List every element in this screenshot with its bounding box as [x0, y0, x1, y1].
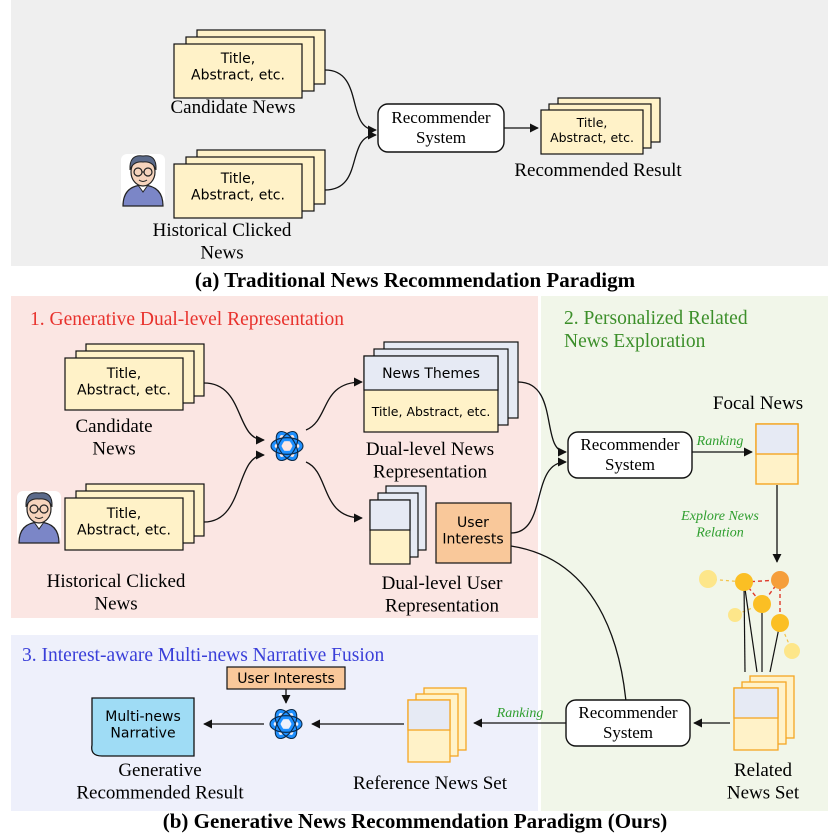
news-detail-text: Title, Abstract, etc.: [371, 404, 491, 419]
section-3-title: 3. Interest-aware Multi-news Narrative F…: [22, 645, 385, 666]
focal-news-label: Focal News: [713, 393, 803, 414]
b-candidate-to-llm-arrow: [203, 382, 265, 445]
recommended-result-doc-text: Title,Abstract, etc.: [550, 115, 634, 145]
ranking-label-top: Ranking: [696, 434, 744, 449]
related-news-doc-stack: [733, 675, 795, 751]
focal-news-doc: [755, 423, 799, 485]
news-rep-to-recommender-arrow: [517, 381, 567, 457]
news-themes-text: News Themes: [382, 366, 480, 382]
reference-news-doc-stack: [407, 687, 467, 763]
clicked-to-recommender-arrow: [324, 130, 377, 191]
clicked-news-doc-text: Title,Abstract, etc.: [191, 171, 285, 204]
user-interests-box: [435, 502, 512, 564]
recommended-result-doc-stack: Title,Abstract, etc.: [540, 97, 661, 155]
candidate-to-recommender-arrow: [324, 69, 377, 135]
dual-news-rep-stack: News Themes Title, Abstract, etc.: [363, 341, 519, 433]
b-user-avatar-icon: [16, 490, 62, 544]
ranking-label-bottom: Ranking: [496, 706, 544, 721]
panel-a-caption: (a) Traditional News Recommendation Para…: [195, 268, 636, 292]
reference-news-label: Reference News Set: [353, 773, 508, 794]
recommended-result-label: Recommended Result: [514, 160, 682, 181]
user-interests-tag-text: User Interests: [237, 671, 335, 687]
b-clicked-news-doc-stack: Title,Abstract, etc.: [64, 483, 205, 551]
recommender-system-box-top: [567, 431, 693, 479]
llm-to-user-rep-arrow: [305, 461, 363, 523]
clicked-news-doc-stack: Title,Abstract, etc.: [173, 149, 326, 219]
user-avatar-icon: [120, 153, 166, 207]
candidate-news-doc-stack: Title,Abstract, etc.: [173, 29, 326, 99]
news-graph-icon: [699, 570, 800, 673]
b-clicked-to-llm-arrow: [203, 450, 265, 523]
b-candidate-news-doc-text: Title,Abstract, etc.: [77, 366, 171, 399]
b-candidate-news-doc-stack: Title,Abstract, etc.: [64, 343, 205, 411]
panel-b-caption: (b) Generative News Recommendation Parad…: [163, 809, 668, 833]
llm-to-news-rep-arrow: [305, 377, 363, 431]
section-1-title: 1. Generative Dual-level Representation: [30, 309, 344, 330]
candidate-news-label: Candidate News: [170, 97, 295, 118]
b-clicked-news-doc-text: Title,Abstract, etc.: [77, 506, 171, 539]
dual-user-rep-stack: [369, 485, 427, 565]
candidate-news-doc-text: Title,Abstract, etc.: [191, 51, 285, 84]
user-rep-to-recommender-arrow: [510, 457, 567, 534]
